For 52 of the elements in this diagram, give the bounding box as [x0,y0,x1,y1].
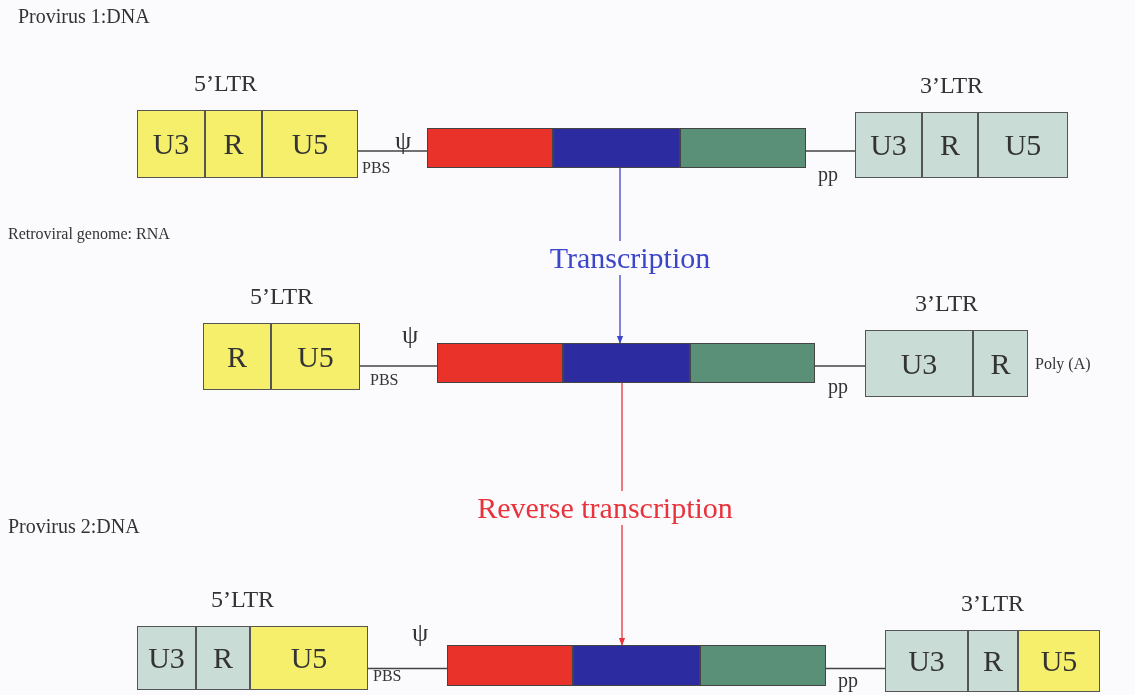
row-title: Retroviral genome: RNA [8,226,170,242]
gene-segment [690,343,815,383]
ltr-label: 5’LTR [193,70,258,97]
ltr-region-cell: U3 [865,330,973,397]
site-label: PBS [370,372,399,388]
gene-segment [553,128,680,168]
site-label: pp [828,376,848,396]
connector-line [367,667,448,670]
gene-segment [573,645,700,686]
ltr-region-cell: R [203,323,271,390]
ltr-label: 3’LTR [914,290,979,317]
gene-segment [427,128,553,168]
gene-segment [447,645,573,686]
ltr-label: 5’LTR [210,586,275,613]
row-title: Provirus 2:DNA [8,516,140,536]
connector-line [805,150,856,152]
connector-line [814,365,866,367]
tail-label: Poly (A) [1035,355,1091,372]
ltr-region-cell: R [968,630,1018,692]
ltr-region-cell: U3 [885,630,968,692]
ltr-region-cell: R [205,110,262,178]
ltr-label: 3’LTR [960,590,1025,617]
site-label: pp [838,670,858,690]
ltr-region-cell: U3 [137,626,196,690]
ltr-region-cell: U3 [855,112,922,178]
ltr-region-cell: U5 [1018,630,1100,692]
ltr-region-cell: U3 [137,110,205,178]
ltr-region-cell: R [922,112,978,178]
ltr-label: 3’LTR [919,72,984,99]
psi-symbol: ψ [402,322,419,348]
connector-line [359,365,438,367]
ltr-region-cell: R [196,626,250,690]
ltr-region-cell: U5 [271,323,360,390]
ltr-region-cell: U5 [978,112,1068,178]
ltr-region-cell: U5 [250,626,368,690]
gene-segment [700,645,826,686]
gene-segment [563,343,690,383]
connector-line [825,667,886,670]
edge-label: Transcription [547,241,713,275]
connector-line [357,150,428,152]
site-label: pp [818,164,838,184]
gene-segment [437,343,563,383]
row-title: Provirus 1:DNA [18,6,150,26]
ltr-region-cell: U5 [262,110,358,178]
psi-symbol: ψ [395,128,412,154]
ltr-region-cell: R [973,330,1028,397]
gene-segment [680,128,806,168]
site-label: PBS [373,668,402,684]
psi-symbol: ψ [412,620,429,646]
site-label: PBS [362,160,391,176]
edge-label: Reverse transcription [475,491,735,525]
ltr-label: 5’LTR [249,283,314,310]
